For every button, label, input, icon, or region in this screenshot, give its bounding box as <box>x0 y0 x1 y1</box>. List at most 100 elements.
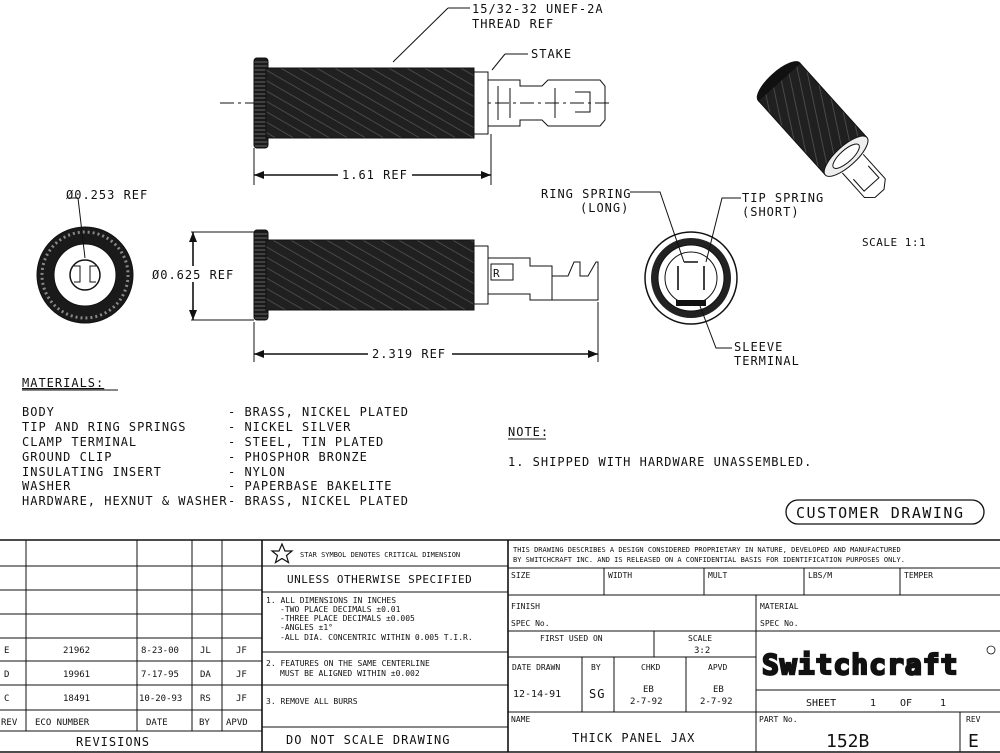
spec-line-6: 2. FEATURES ON THE SAME CENTERLINE <box>266 659 430 668</box>
name-value: THICK PANEL JAX <box>572 731 695 745</box>
rev-label: REV <box>966 715 981 724</box>
sleeve-label-1: SLEEVE <box>734 340 783 354</box>
chkd-value-1: EB <box>643 685 654 695</box>
materials-part-3: CLAMP TERMINAL <box>22 435 137 449</box>
materials-material-7: - BRASS, NICKEL PLATED <box>228 494 409 508</box>
materials-part-6: WASHER <box>22 479 71 493</box>
by-value: SG <box>589 687 605 701</box>
chkd-value-2: 2-7-92 <box>630 697 663 707</box>
materials-material-3: - STEEL, TIN PLATED <box>228 435 384 449</box>
customer-drawing-label: CUSTOMER DRAWING <box>796 504 965 522</box>
ring-spring-label-1: RING SPRING <box>541 187 631 201</box>
materials-material-4: - PHOSPHOR BRONZE <box>228 450 368 464</box>
top-side-view <box>220 7 612 185</box>
date-e: 8-23-00 <box>141 646 179 656</box>
revisions-title: REVISIONS <box>76 735 150 749</box>
sheet-total: 1 <box>940 698 946 709</box>
sheet-number: 1 <box>870 698 876 709</box>
by-d: DA <box>200 670 211 680</box>
r-mark: R <box>493 267 500 280</box>
length-161-label: 1.61 REF <box>342 168 408 182</box>
material-label: MATERIAL <box>760 602 799 611</box>
spec-line-8: 3. REMOVE ALL BURRS <box>266 697 358 706</box>
terminal-detail <box>497 86 591 120</box>
registered-mark-icon <box>986 645 996 655</box>
eco-header: ECO NUMBER <box>35 718 90 728</box>
eco-e: 21962 <box>63 646 90 656</box>
rear-view <box>630 191 741 349</box>
date-c: 10-20-93 <box>139 694 182 704</box>
tip-spring-label-1: TIP SPRING <box>742 191 824 205</box>
eco-c: 18491 <box>63 694 90 704</box>
chkd-label: CHKD <box>641 663 660 672</box>
mult-label: MULT <box>708 571 727 580</box>
rear-springs <box>677 261 705 290</box>
part-no-label: PART No. <box>759 715 798 724</box>
sheet-of: OF <box>900 698 912 709</box>
spec-line-5: -ALL DIA. CONCENTRIC WITHIN 0.005 T.I.R. <box>280 633 473 642</box>
spec-line-1: 1. ALL DIMENSIONS IN INCHES <box>266 596 396 605</box>
name-label: NAME <box>511 715 530 724</box>
first-used-on-label: FIRST USED ON <box>540 634 603 643</box>
bushing-shoulder <box>473 71 489 135</box>
do-not-scale: DO NOT SCALE DRAWING <box>286 733 451 747</box>
date-header: DATE <box>146 718 168 728</box>
spec-no-label-1: SPEC No. <box>511 619 550 628</box>
stake-callout: STAKE <box>531 47 572 61</box>
apvd-value-2: 2-7-92 <box>700 697 733 707</box>
eco-d: 19961 <box>63 670 90 680</box>
temper-label: TEMPER <box>904 571 933 580</box>
materials-part-5: INSULATING INSERT <box>22 465 162 479</box>
materials-material-5: - NYLON <box>228 465 286 479</box>
customer-drawing-box <box>785 499 985 525</box>
part-no-value: 152B <box>826 731 869 752</box>
proprietary-line-1: THIS DRAWING DESCRIBES A DESIGN CONSIDER… <box>513 546 901 554</box>
spec-line-7: MUST BE ALIGNED WITHIN ±0.002 <box>280 669 420 678</box>
apvd-e: JF <box>236 646 247 656</box>
finish-label: FINISH <box>511 602 540 611</box>
note-heading: NOTE: <box>508 425 549 439</box>
spec-line-4: -ANGLES ±1° <box>280 623 333 632</box>
materials-part-1: BODY <box>22 405 55 419</box>
proprietary-line-2: BY SWITCHCRAFT INC. AND IS RELEASED ON A… <box>513 556 905 564</box>
title-block-frame <box>0 539 1000 753</box>
lbsm-label: LBS/M <box>808 571 832 580</box>
spec-line-2: -TWO PLACE DECIMALS ±0.01 <box>280 605 401 614</box>
materials-part-7: HARDWARE, HEXNUT & WASHER <box>22 494 228 508</box>
apvd-header: APVD <box>226 718 248 728</box>
sheet-label: SHEET <box>806 698 836 709</box>
sleeve-label-2: TERMINAL <box>734 354 800 368</box>
front-contacts <box>74 265 96 283</box>
dia-253-label: Ø0.253 REF <box>66 188 148 202</box>
rev-header: REV <box>1 718 18 728</box>
note-item-1: 1. SHIPPED WITH HARDWARE UNASSEMBLED. <box>508 455 812 469</box>
perspective-view <box>756 61 886 199</box>
by-header: BY <box>199 718 210 728</box>
star-note: STAR SYMBOL DENOTES CRITICAL DIMENSION <box>300 551 460 559</box>
length-2319-label: 2.319 REF <box>372 347 446 361</box>
date-drawn-label: DATE DRAWN <box>512 663 560 672</box>
by-e: JL <box>200 646 211 656</box>
terminal-outline <box>488 79 606 127</box>
apvd-d: JF <box>236 670 247 680</box>
apvd-c: JF <box>236 694 247 704</box>
bottom-terminal-1 <box>488 257 553 301</box>
ring-spring-label-2: (LONG) <box>580 201 629 215</box>
by-c: RS <box>200 694 211 704</box>
bottom-terminal-2 <box>552 261 599 301</box>
materials-material-2: - NICKEL SILVER <box>228 420 351 434</box>
front-view <box>36 197 134 324</box>
tip-spring-label-2: (SHORT) <box>742 205 800 219</box>
materials-part-4: GROUND CLIP <box>22 450 112 464</box>
rev-d: D <box>4 670 9 680</box>
unless-specified: UNLESS OTHERWISE SPECIFIED <box>287 573 472 586</box>
bottom-side-view <box>189 229 599 362</box>
spec-no-label-2: SPEC No. <box>760 619 799 628</box>
rev-e: E <box>4 646 9 656</box>
materials-heading: MATERIALS: <box>22 376 104 390</box>
rev-c: C <box>4 694 9 704</box>
width-label: WIDTH <box>608 571 632 580</box>
scale-label: SCALE <box>688 634 712 643</box>
size-label: SIZE <box>511 571 530 580</box>
